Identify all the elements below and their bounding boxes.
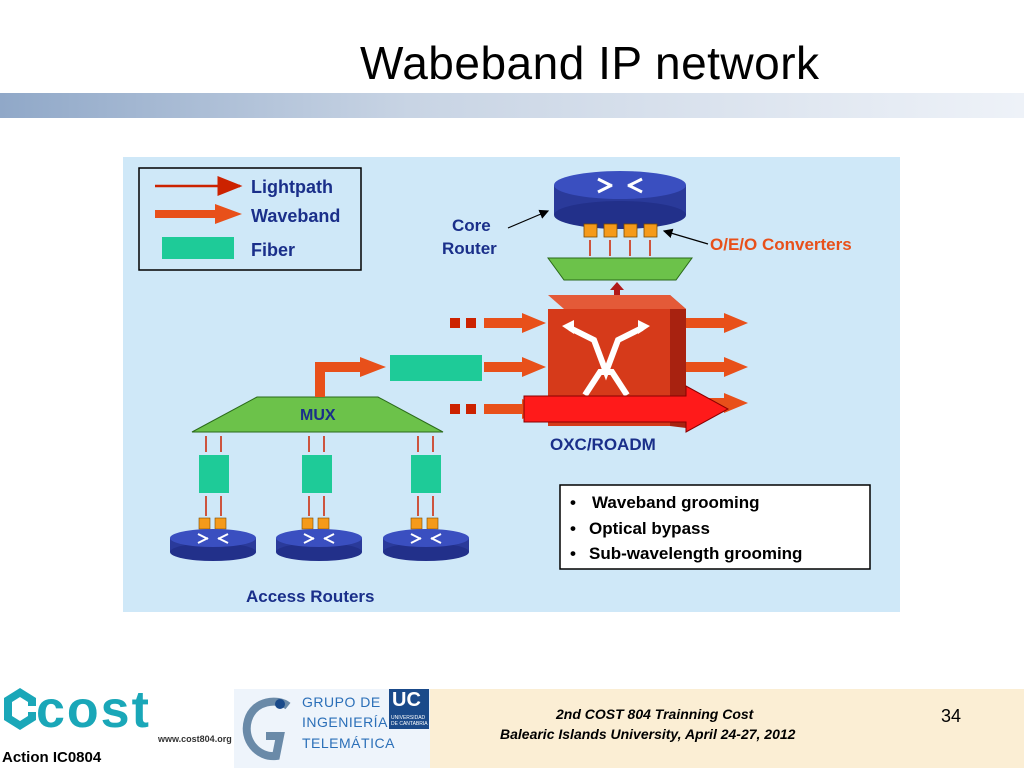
uc-logo	[389, 689, 429, 729]
legend-waveband-arrow	[155, 204, 242, 224]
page-number: 34	[941, 706, 962, 726]
cost-url: www.cost804.org	[158, 734, 232, 744]
mux-waveband-arrow	[315, 357, 386, 397]
access-routers-label: Access Routers	[246, 587, 375, 606]
legend-fiber-label: Fiber	[251, 240, 295, 260]
fiber-segment	[390, 355, 482, 381]
slide-title: Wabeband IP network	[360, 37, 820, 89]
router-cross-icon	[597, 177, 643, 194]
network-diagram: Lightpath Waveband Fiber Core Router O/E…	[138, 167, 871, 606]
grupo-text-2: INGENIERÍA	[302, 714, 388, 730]
mux	[191, 396, 444, 433]
grupo-text-1: GRUPO DE	[302, 694, 381, 710]
legend-lightpath-label: Lightpath	[251, 177, 333, 197]
core-router-label-1: Core	[452, 216, 491, 235]
access-column-left	[170, 436, 256, 561]
uc-logo-text: UC	[392, 689, 421, 711]
router-cross-icon	[410, 533, 442, 544]
cost-logo-text: cost	[36, 681, 151, 739]
footer-event-venue: Balearic Islands University, April 24-27…	[500, 726, 796, 742]
core-mux	[547, 257, 693, 281]
action-label: Action IC0804	[2, 749, 102, 766]
access-column-middle	[276, 436, 362, 561]
optical-bypass-arrow	[523, 385, 730, 433]
svg-text:•: •	[570, 493, 576, 512]
feature-item: Optical bypass	[589, 519, 710, 538]
router-cross-icon	[197, 533, 229, 544]
uc-logo-subtext: UNIVERSIDAD DE CANTABRIA	[391, 715, 428, 727]
footer-band	[430, 689, 1024, 768]
oxc-input-arrows	[450, 313, 546, 419]
access-column-right	[383, 436, 469, 561]
cost-logo-icon	[4, 688, 36, 730]
oeo-converters	[583, 223, 658, 256]
features-box: • Waveband grooming • Optical bypass • S…	[559, 484, 871, 570]
svg-text:•: •	[570, 519, 576, 538]
svg-text:•: •	[570, 544, 576, 563]
router-cross-icon	[303, 533, 335, 544]
legend: Lightpath Waveband Fiber	[138, 167, 362, 271]
oxc-label: OXC/ROADM	[550, 435, 656, 454]
footer-event-title: 2nd COST 804 Trainning Cost	[556, 706, 754, 722]
grupo-text-3: TELEMÁTICA	[302, 735, 395, 751]
legend-fiber-swatch	[162, 237, 234, 259]
core-router	[554, 171, 686, 229]
feature-item: Waveband grooming	[592, 493, 760, 512]
feature-item: Sub-wavelength grooming	[589, 544, 802, 563]
legend-waveband-label: Waveband	[251, 206, 340, 226]
title-bar	[0, 93, 1024, 118]
oeo-label: O/E/O Converters	[710, 235, 852, 254]
grupo-g-icon	[242, 697, 291, 761]
mux-label: MUX	[300, 407, 336, 424]
core-router-label-2: Router	[442, 239, 497, 258]
